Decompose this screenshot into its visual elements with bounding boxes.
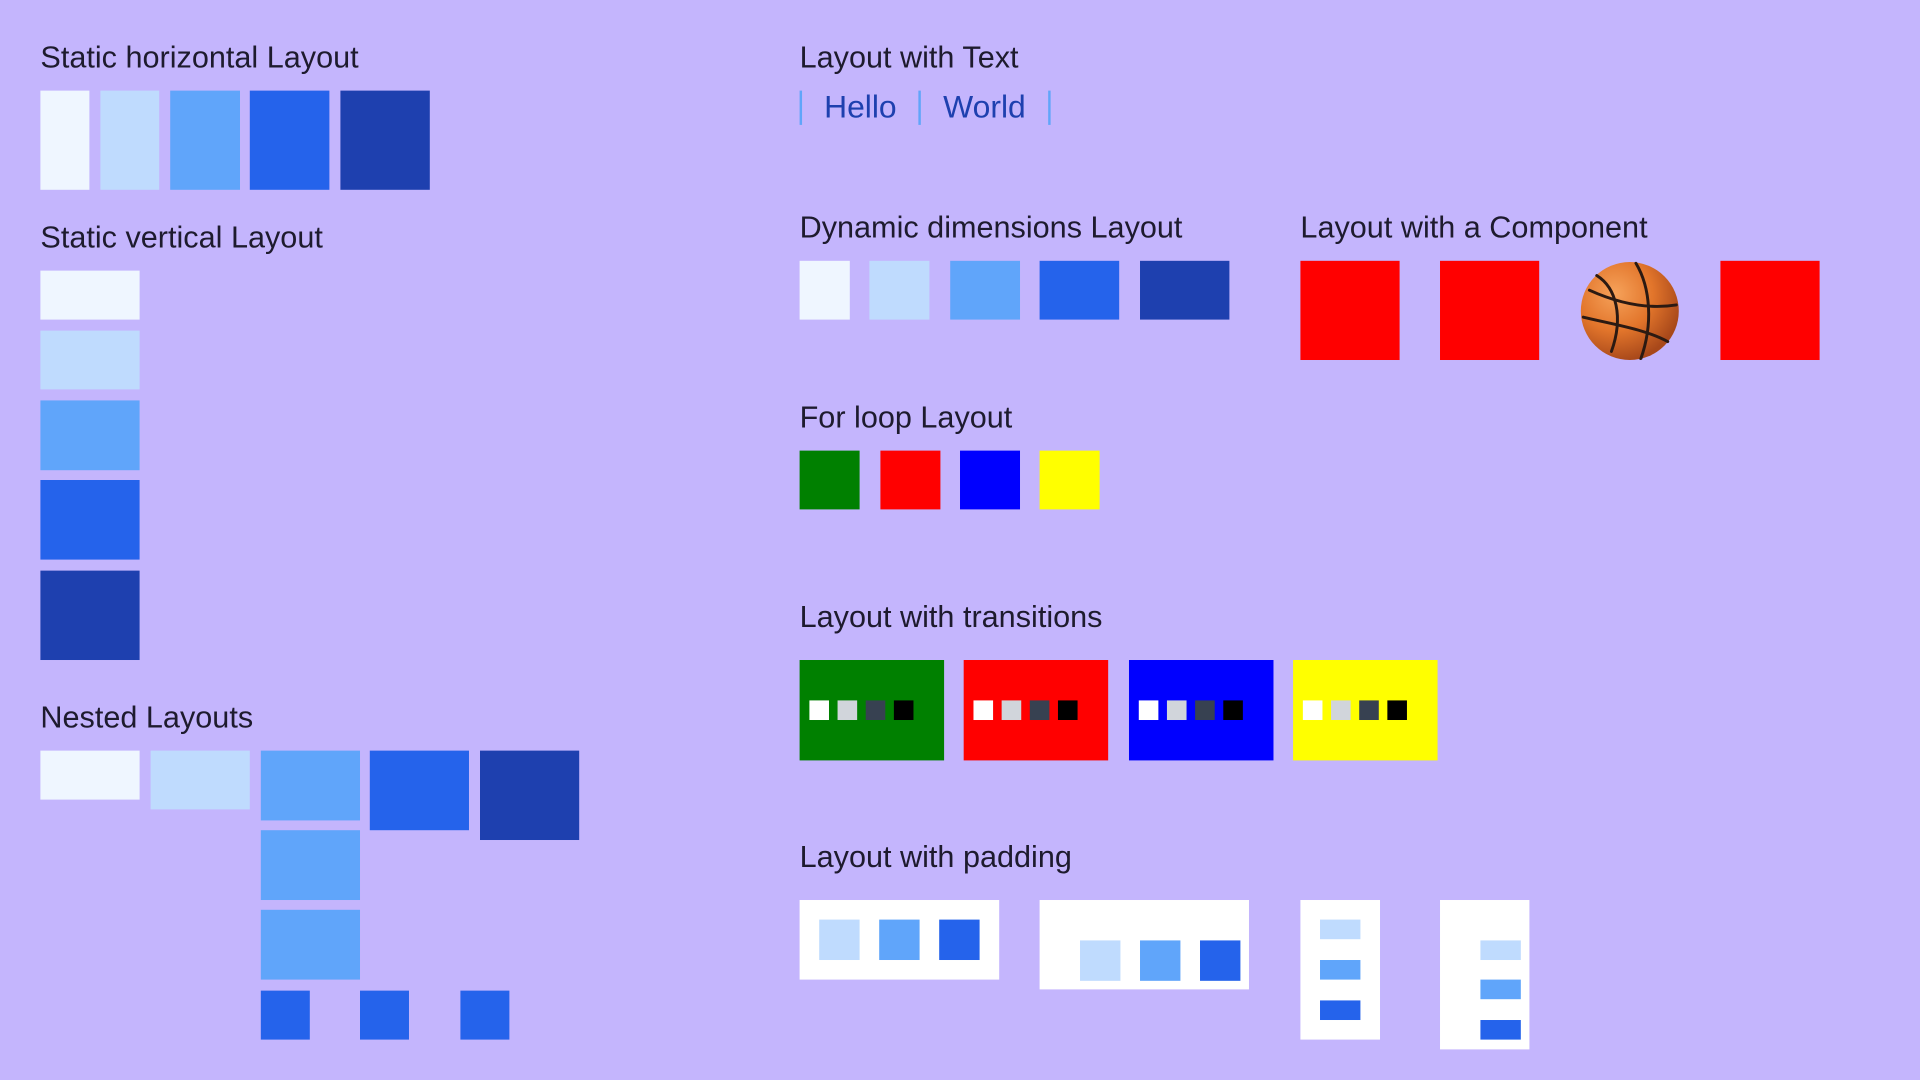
hbox-3 [170, 90, 241, 190]
square-white [809, 700, 829, 721]
layout-with-text-title: Layout with Text [799, 40, 1019, 75]
loop-green-box [799, 450, 860, 510]
separator [1047, 90, 1051, 125]
dynamic-dimensions-title: Dynamic dimensions Layout [799, 210, 1183, 245]
hbox-2 [100, 90, 160, 190]
square-black [1057, 700, 1078, 721]
hbox-5 [340, 90, 430, 190]
dyn-box-2 [869, 260, 930, 320]
nested-box-1 [40, 750, 140, 800]
pad-bar [1480, 979, 1521, 1000]
nested-column-box-1 [260, 750, 361, 821]
square-black [893, 700, 914, 721]
nested-box-5 [480, 750, 580, 841]
nested-layouts-title: Nested Layouts [40, 700, 254, 735]
square-light-gray [1001, 700, 1022, 721]
square-dark-gray [1359, 700, 1379, 721]
square-black [1223, 700, 1243, 721]
pad-bar [1320, 1000, 1361, 1021]
padding-box-3 [1300, 900, 1381, 1040]
square-white [1302, 700, 1323, 721]
transition-yellow-box [1293, 660, 1438, 761]
vbox-3 [40, 400, 140, 471]
pad-square [879, 919, 920, 961]
square-dark-gray [1195, 700, 1215, 721]
vbox-1 [40, 270, 140, 320]
transition-green-box [799, 660, 945, 761]
separator [918, 90, 922, 125]
hbox-1 [40, 90, 90, 190]
square-dark-gray [1029, 700, 1050, 721]
dyn-box-3 [950, 260, 1021, 320]
dyn-box-4 [1039, 260, 1120, 320]
nested-column-box-3 [260, 909, 361, 980]
basketball-icon [1580, 261, 1680, 361]
layout-with-component-title: Layout with a Component [1300, 210, 1648, 245]
vbox-4 [40, 480, 140, 560]
padding-box-1 [799, 900, 1000, 980]
word-world: World [943, 88, 1026, 125]
loop-yellow-box [1039, 450, 1100, 510]
component-red-box-2 [1440, 260, 1540, 361]
nested-row-box-2 [360, 990, 409, 1040]
for-loop-title: For loop Layout [799, 400, 1013, 435]
nested-row-box-1 [260, 990, 310, 1040]
nested-row-box-3 [460, 990, 510, 1040]
padding-title: Layout with padding [799, 840, 1072, 875]
component-red-box-1 [1300, 260, 1400, 361]
square-light-gray [837, 700, 858, 721]
pad-bar [1480, 940, 1521, 961]
padding-box-4 [1440, 900, 1530, 1050]
loop-red-box [880, 450, 941, 510]
nested-column-box-2 [260, 830, 361, 901]
dyn-box-1 [799, 260, 850, 320]
word-hello: Hello [824, 88, 897, 125]
pad-bar [1320, 960, 1361, 980]
pad-square [939, 919, 980, 961]
separator [799, 90, 803, 125]
pad-bar [1320, 919, 1361, 940]
square-dark-gray [865, 700, 886, 721]
square-white [973, 700, 994, 721]
square-white [1138, 700, 1159, 721]
component-red-box-3 [1720, 260, 1820, 361]
vbox-2 [40, 330, 140, 390]
nested-box-4 [369, 750, 469, 831]
transitions-title: Layout with transitions [799, 600, 1103, 635]
static-vertical-title: Static vertical Layout [40, 220, 323, 255]
dyn-box-5 [1140, 260, 1230, 320]
square-light-gray [1166, 700, 1187, 721]
pad-square [1080, 940, 1121, 981]
pad-square [1140, 940, 1181, 981]
static-horizontal-title: Static horizontal Layout [40, 40, 359, 75]
square-light-gray [1331, 700, 1351, 721]
transition-blue-box [1128, 660, 1274, 761]
text-layout-row: Hello World [799, 88, 1073, 126]
pad-bar [1480, 1020, 1521, 1040]
nested-box-2 [150, 750, 250, 810]
padding-box-2 [1039, 900, 1249, 990]
pad-square [819, 919, 860, 961]
square-black [1387, 700, 1407, 721]
pad-square [1200, 940, 1241, 981]
vbox-5 [40, 570, 140, 661]
transition-red-box [963, 660, 1109, 761]
hbox-4 [249, 90, 330, 190]
loop-blue-box [960, 450, 1021, 510]
